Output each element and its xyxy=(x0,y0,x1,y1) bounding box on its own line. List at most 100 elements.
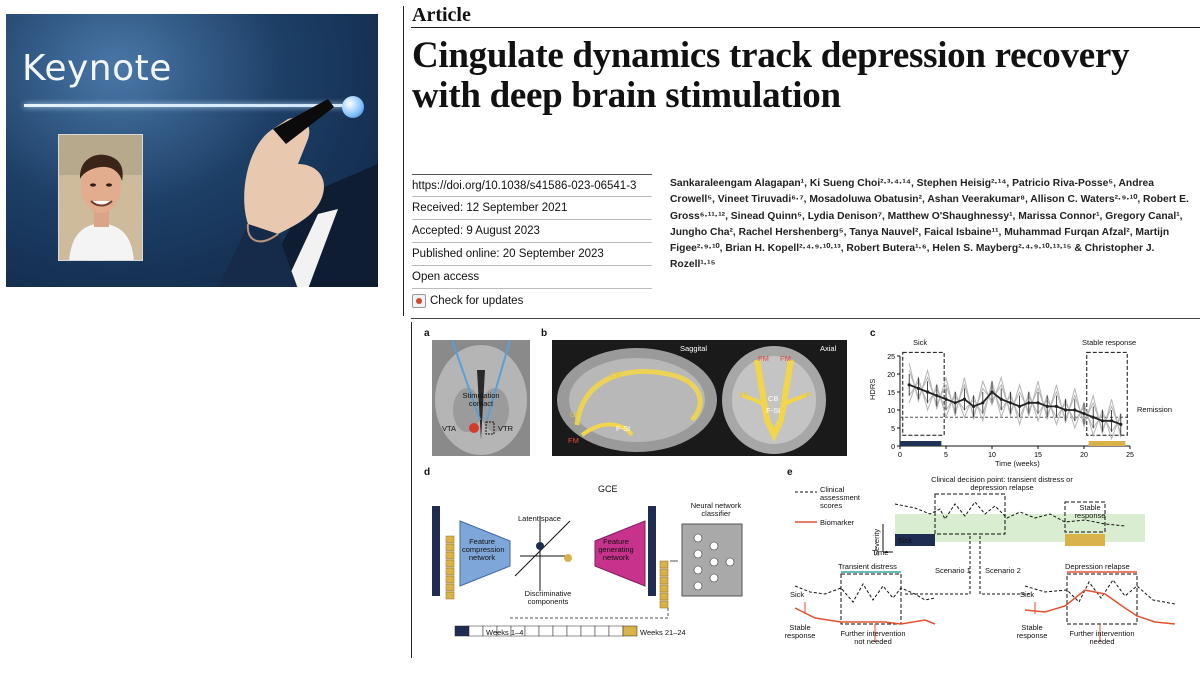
tractography-image: Saggital Axial CB UF FM F-St FM FM UF UF… xyxy=(552,340,847,456)
y-tick-label: 25 xyxy=(887,354,895,361)
speaker-portrait xyxy=(58,134,143,261)
article-title: Cingulate dynamics track depression reco… xyxy=(412,35,1130,116)
data-point xyxy=(999,397,1003,401)
weeks-bar xyxy=(454,625,638,637)
keynote-image: Keynote xyxy=(6,14,378,287)
accepted-date: Accepted: 9 August 2023 xyxy=(412,220,652,243)
data-point xyxy=(916,386,920,390)
data-point xyxy=(1027,401,1031,405)
x-tick-label: 20 xyxy=(1080,452,1088,459)
check-for-updates-button[interactable]: Check for updates xyxy=(412,289,652,312)
tract-label-uf-right: UF xyxy=(802,390,812,399)
panel-label-b: b xyxy=(541,328,548,339)
y-tick-label: 0 xyxy=(891,444,895,451)
article-type-label: Article xyxy=(412,4,471,26)
x-tick-label: 10 xyxy=(988,452,996,459)
data-point xyxy=(1008,401,1012,405)
data-point xyxy=(1119,422,1123,426)
classifier-label: Neural network classifier xyxy=(690,501,742,518)
tract-label-fst-axial: F-St xyxy=(766,406,781,415)
stable-right-label: Stable response xyxy=(1016,623,1048,640)
keynote-underline xyxy=(24,104,349,107)
sick-box-label: Sick xyxy=(898,536,913,545)
open-access-label: Open access xyxy=(412,266,652,289)
individual-trace xyxy=(908,375,1122,441)
divider xyxy=(403,6,404,316)
latent-space-label: Latent space xyxy=(518,514,561,523)
data-point xyxy=(1100,419,1104,423)
weeks-end-label: Weeks 21–24 xyxy=(640,628,686,637)
data-point xyxy=(1110,419,1114,423)
tract-label-uf: UF xyxy=(570,410,580,419)
divider xyxy=(411,27,1200,28)
remission-annotation: Remission xyxy=(1137,405,1173,414)
tract-label-uf-left: UF xyxy=(738,390,748,399)
mean-hdrs-line xyxy=(908,383,1122,426)
time-axis-label-e: Time xyxy=(872,548,889,557)
scenario-1-label: Scenario 1 xyxy=(935,566,971,575)
hand-with-pen-illustration xyxy=(218,99,378,287)
author-list: Sankaraleengam Alagapan¹, Ki Sueng Choi²… xyxy=(670,178,1189,271)
doi-link[interactable]: https://doi.org/10.1038/s41586-023-06541… xyxy=(412,174,652,197)
data-point xyxy=(981,401,985,405)
tract-label-fm-right: FM xyxy=(780,354,791,363)
x-tick-label: 15 xyxy=(1034,452,1042,459)
panel-label-d: d xyxy=(424,467,431,478)
y-tick-label: 10 xyxy=(887,408,895,415)
tract-label-fm-left: FM xyxy=(758,354,769,363)
data-point xyxy=(972,404,976,408)
gce-title: GCE xyxy=(598,484,618,494)
data-point xyxy=(1082,412,1086,416)
decoder-label: Feature generating network xyxy=(598,537,634,562)
vtr-label: VTR xyxy=(498,424,513,433)
tract-label-fst: F-St xyxy=(616,424,631,433)
needed-label: Further intervention needed xyxy=(1069,629,1135,646)
panel-label-e: e xyxy=(787,467,793,478)
sick-period-box xyxy=(902,351,945,436)
time-axis-label: Time (weeks) xyxy=(995,459,1040,468)
keynote-title: Keynote xyxy=(22,48,172,89)
data-point xyxy=(953,401,957,405)
depression-relapse-label: Depression relapse xyxy=(1065,562,1130,571)
gce-diagram xyxy=(432,506,743,637)
panel-label-c: c xyxy=(870,328,876,339)
not-needed-label: Further intervention not needed xyxy=(840,629,906,646)
y-tick-label: 20 xyxy=(887,372,895,379)
divider xyxy=(411,322,412,658)
transient-distress-label: Transient distress xyxy=(838,562,897,571)
tract-label-fm: FM xyxy=(568,436,579,445)
stable-response-box-label: Stable response xyxy=(1074,503,1106,520)
divider xyxy=(411,318,1200,319)
scenario-2-label: Scenario 2 xyxy=(985,566,1021,575)
stable-left-label: Stable response xyxy=(784,623,816,640)
hdrs-axis-label: HDRS xyxy=(868,378,877,400)
stable-period-bar xyxy=(1088,441,1126,446)
y-tick-label: 5 xyxy=(891,426,895,433)
x-tick-label: 5 xyxy=(944,452,948,459)
pen-light-icon xyxy=(342,96,364,118)
stimulation-contact-label: Stimulation contact xyxy=(462,391,500,408)
data-point xyxy=(990,390,994,394)
data-point xyxy=(1036,401,1040,405)
data-point xyxy=(944,397,948,401)
sick-annotation: Sick xyxy=(913,338,928,347)
data-point xyxy=(1064,408,1068,412)
mri-coronal-image: Stimulation contact VTA VTR xyxy=(432,340,530,456)
encoder-label: Feature compression network xyxy=(462,537,505,562)
scenario-diagram xyxy=(794,491,1176,642)
sick-left-label: Sick xyxy=(790,590,805,599)
data-point xyxy=(926,390,930,394)
sagittal-label: Saggital xyxy=(680,344,708,353)
stable-period-box xyxy=(1086,351,1128,436)
legend-biomarker-label: Biomarker xyxy=(820,518,855,527)
tract-label-cb-axial: CB xyxy=(768,394,779,403)
vta-label: VTA xyxy=(442,424,457,433)
discriminative-label: Discriminative components xyxy=(524,589,572,606)
received-date: Received: 12 September 2021 xyxy=(412,197,652,220)
data-point xyxy=(1018,404,1022,408)
panel-label-a: a xyxy=(424,328,430,339)
stable-response-annotation: Stable response xyxy=(1082,338,1137,347)
x-tick-label: 25 xyxy=(1126,452,1134,459)
weeks-start-label: Weeks 1–4 xyxy=(486,628,524,637)
